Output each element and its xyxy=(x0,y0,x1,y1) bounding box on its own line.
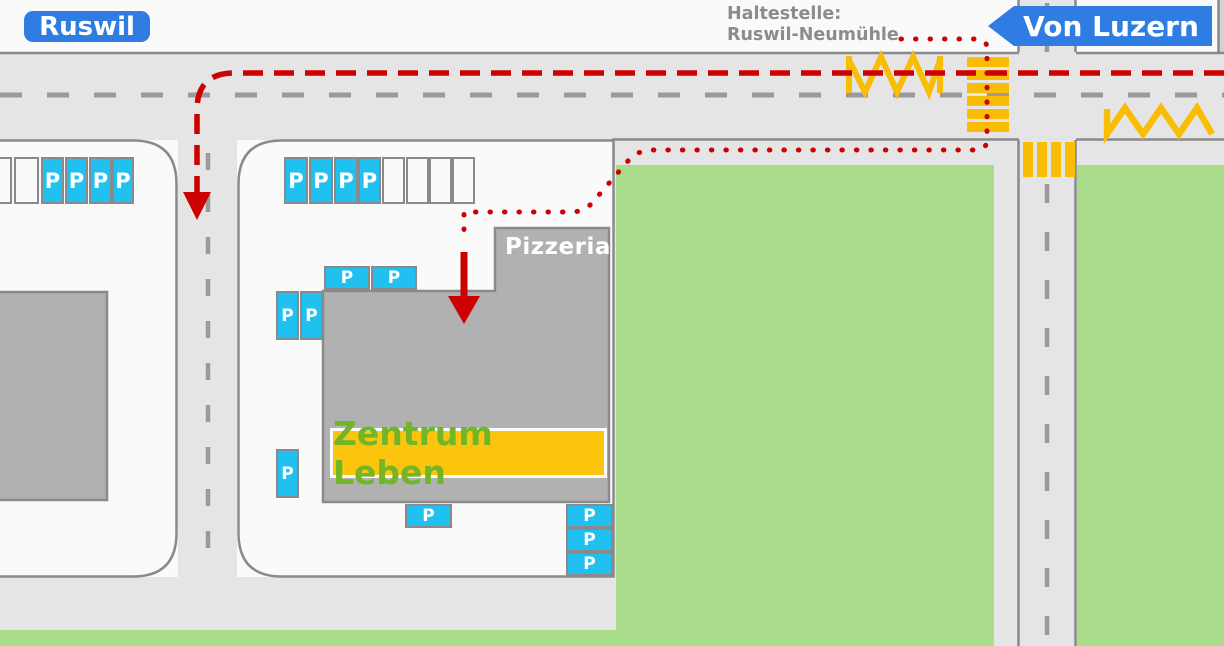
parking-stall-empty xyxy=(14,157,39,204)
parking-stall: P xyxy=(358,157,381,204)
bus-stop-zigzag-east xyxy=(1103,101,1215,145)
parking-stall: P xyxy=(309,157,333,204)
parking-stall: P xyxy=(41,157,64,204)
bus-stop-title: Haltestelle: xyxy=(727,4,842,24)
corner-road-sliver xyxy=(1218,0,1224,53)
bus-stop-name: Ruswil-Neumühle xyxy=(727,25,899,45)
parking-stall: P xyxy=(405,504,452,528)
side-road xyxy=(178,139,237,632)
direction-badge-von-luzern: Von Luzern xyxy=(988,6,1212,46)
parking-stall: P xyxy=(276,449,299,498)
parking-stall-empty xyxy=(382,157,405,204)
parking-stall: P xyxy=(566,504,613,528)
grass-center xyxy=(616,165,994,646)
parking-stall-empty xyxy=(0,157,12,204)
bus-stop-label: Haltestelle: Ruswil-Neumühle xyxy=(727,4,899,46)
grass-bottom-strip xyxy=(0,630,616,646)
destination-banner: Zentrum Leben xyxy=(330,414,607,492)
town-badge: Ruswil xyxy=(24,11,150,42)
parking-stall: P xyxy=(334,157,358,204)
parking-stall: P xyxy=(566,528,613,552)
parking-stall: P xyxy=(276,291,299,340)
parking-stall-empty xyxy=(452,157,475,204)
walking-route-dotted xyxy=(461,36,990,243)
parking-stall: P xyxy=(324,266,370,290)
parking-stall: P xyxy=(371,266,417,290)
parking-stall: P xyxy=(566,552,613,576)
grass-east xyxy=(1077,165,1224,646)
parking-stall: P xyxy=(89,157,112,204)
bottom-road xyxy=(0,577,616,632)
car-route-arrowhead xyxy=(183,192,211,220)
entrance-arrowhead xyxy=(448,296,480,324)
parking-stall: P xyxy=(300,291,323,340)
west-building xyxy=(0,290,109,502)
parking-stall-empty xyxy=(429,157,452,204)
crosswalk-south-road xyxy=(1023,142,1075,177)
pizzeria-label: Pizzeria xyxy=(505,234,611,260)
parking-stall: P xyxy=(284,157,308,204)
parking-stall: P xyxy=(112,157,134,204)
parking-stall: P xyxy=(65,157,88,204)
parking-stall-empty xyxy=(406,157,429,204)
